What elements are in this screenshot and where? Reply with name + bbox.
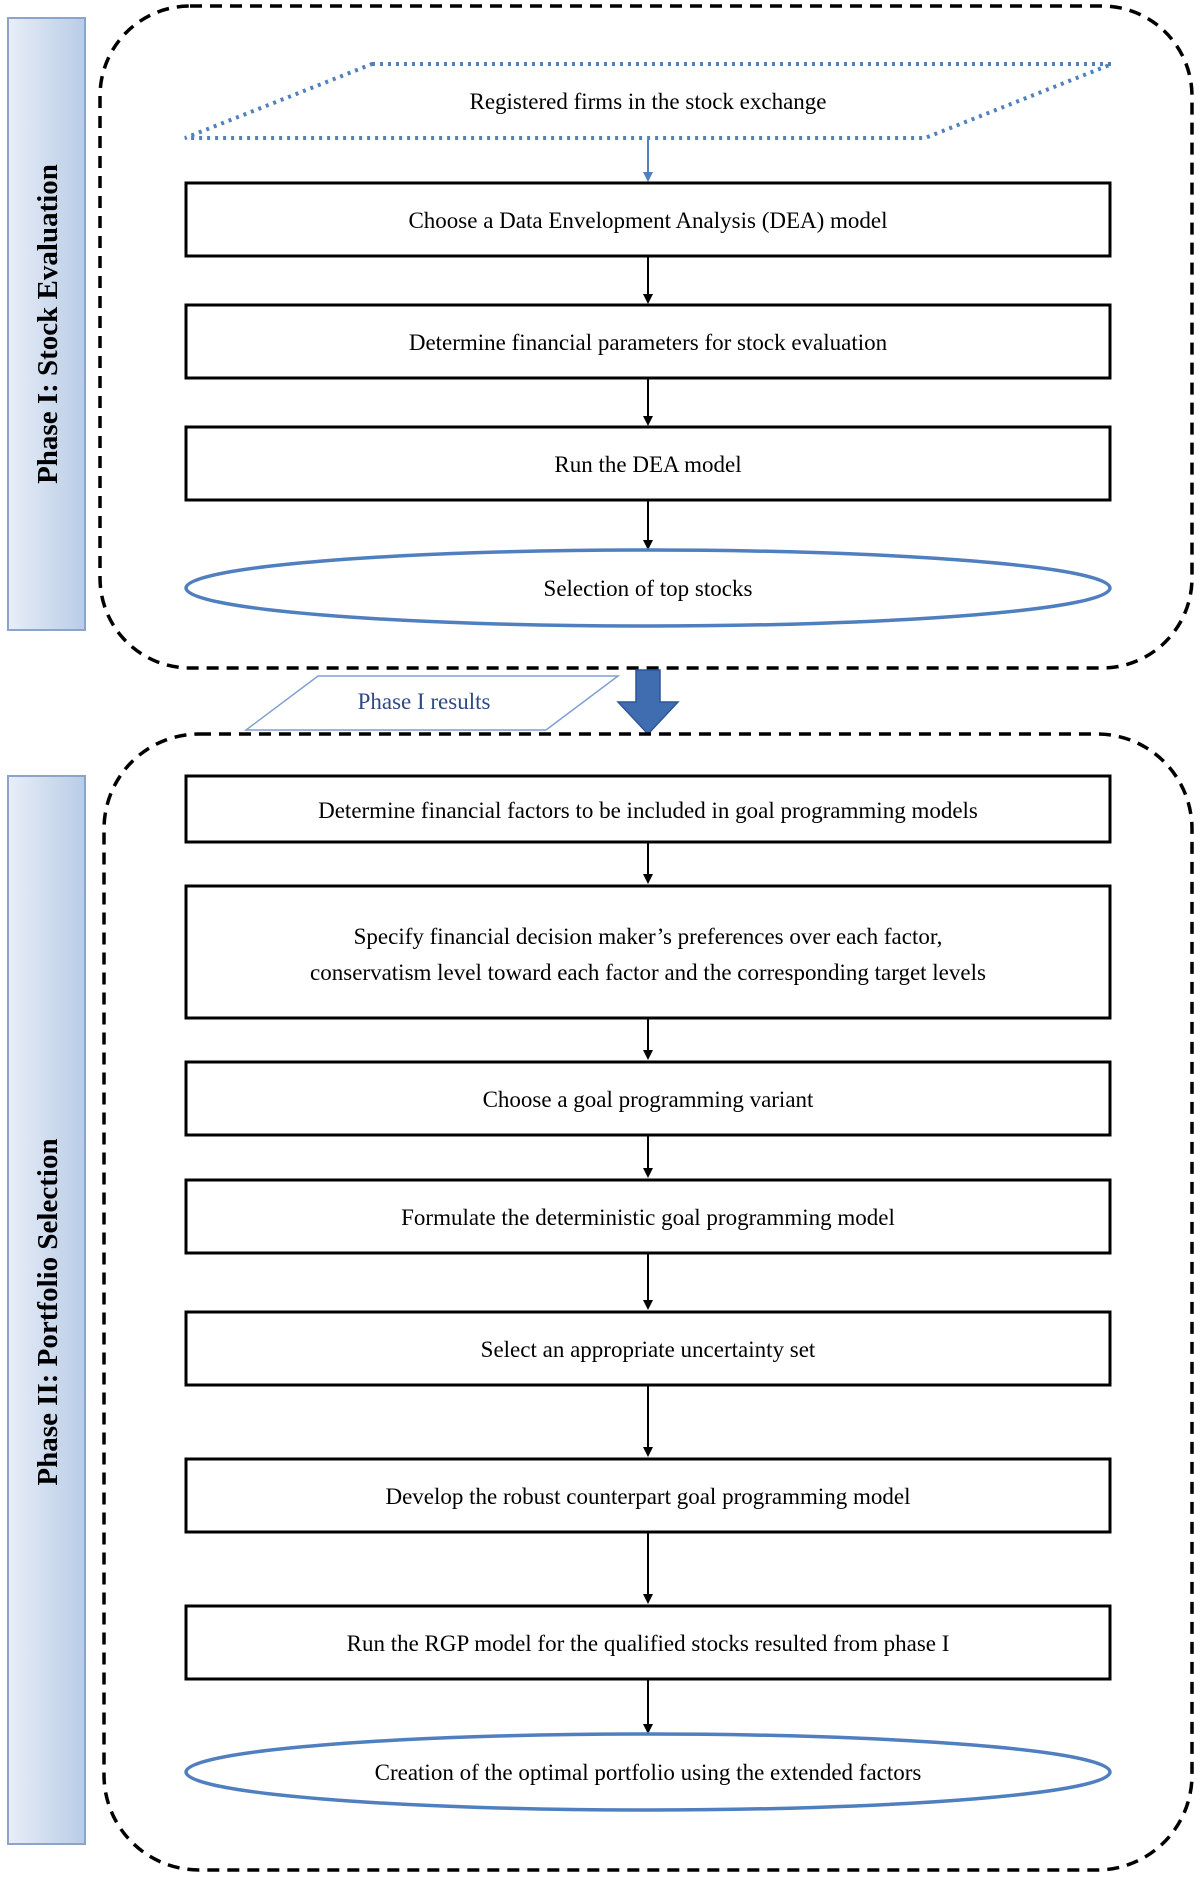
phase2-step-text: Formulate the deterministic goal program…: [401, 1205, 895, 1230]
phase2-step-text: Select an appropriate uncertainty set: [481, 1337, 816, 1362]
phase2-step-text: Develop the robust counterpart goal prog…: [385, 1484, 910, 1509]
phase2-step-box: [184, 1457, 1112, 1534]
phase1-container: [98, 4, 1194, 670]
phase2-step-box: [184, 774, 1112, 844]
phase2-step-text: Determine financial factors to be includ…: [318, 798, 978, 823]
phase2-step-text: Run the RGP model for the qualified stoc…: [347, 1631, 950, 1656]
phase2-step-box: [184, 1178, 1112, 1255]
phase2-side-bar: [7, 775, 86, 1845]
phase2-output-text: Creation of the optimal portfolio using …: [375, 1760, 922, 1785]
phase1-output-ellipse: [184, 548, 1112, 628]
transition-label-shape: [243, 675, 621, 731]
phase1-side-bar: [7, 17, 86, 631]
down-arrow-icon: [616, 669, 680, 736]
phase1-step-box: [184, 181, 1112, 258]
phase2-step-box: [184, 1310, 1112, 1387]
phase1-step-box: [184, 303, 1112, 380]
phase2-step-text: conservatism level toward each factor an…: [310, 960, 986, 985]
phase1-output-text: Selection of top stocks: [544, 576, 753, 601]
phase2-container: [102, 732, 1194, 1872]
phase1-group: Phase I: Stock Evaluation Registered fir…: [7, 4, 1194, 670]
phase2-label: Phase II: Portfolio Selection: [32, 1138, 64, 1485]
phase2-step-text: Choose a goal programming variant: [483, 1087, 814, 1112]
phase1-step-text: Choose a Data Envelopment Analysis (DEA)…: [408, 208, 887, 233]
transition-label: Phase I results: [358, 689, 491, 714]
phase1-step-text: Run the DEA model: [554, 452, 741, 477]
phase1-label: Phase I: Stock Evaluation: [32, 164, 64, 484]
phase1-step-box: [184, 425, 1112, 502]
phase2-step-text: Specify financial decision maker’s prefe…: [354, 924, 943, 949]
phase1-input-text: Registered firms in the stock exchange: [469, 89, 826, 114]
phase2-step-box: [184, 1060, 1112, 1137]
phase1-step-text: Determine financial parameters for stock…: [409, 330, 888, 355]
phase2-step-box: [184, 1604, 1112, 1681]
phase2-step-box: [184, 884, 1112, 1020]
phase2-output-ellipse: [184, 1732, 1112, 1812]
phase2-group: Phase II: Portfolio Selection Determine …: [7, 732, 1194, 1872]
transition-group: Phase I results: [243, 669, 680, 736]
